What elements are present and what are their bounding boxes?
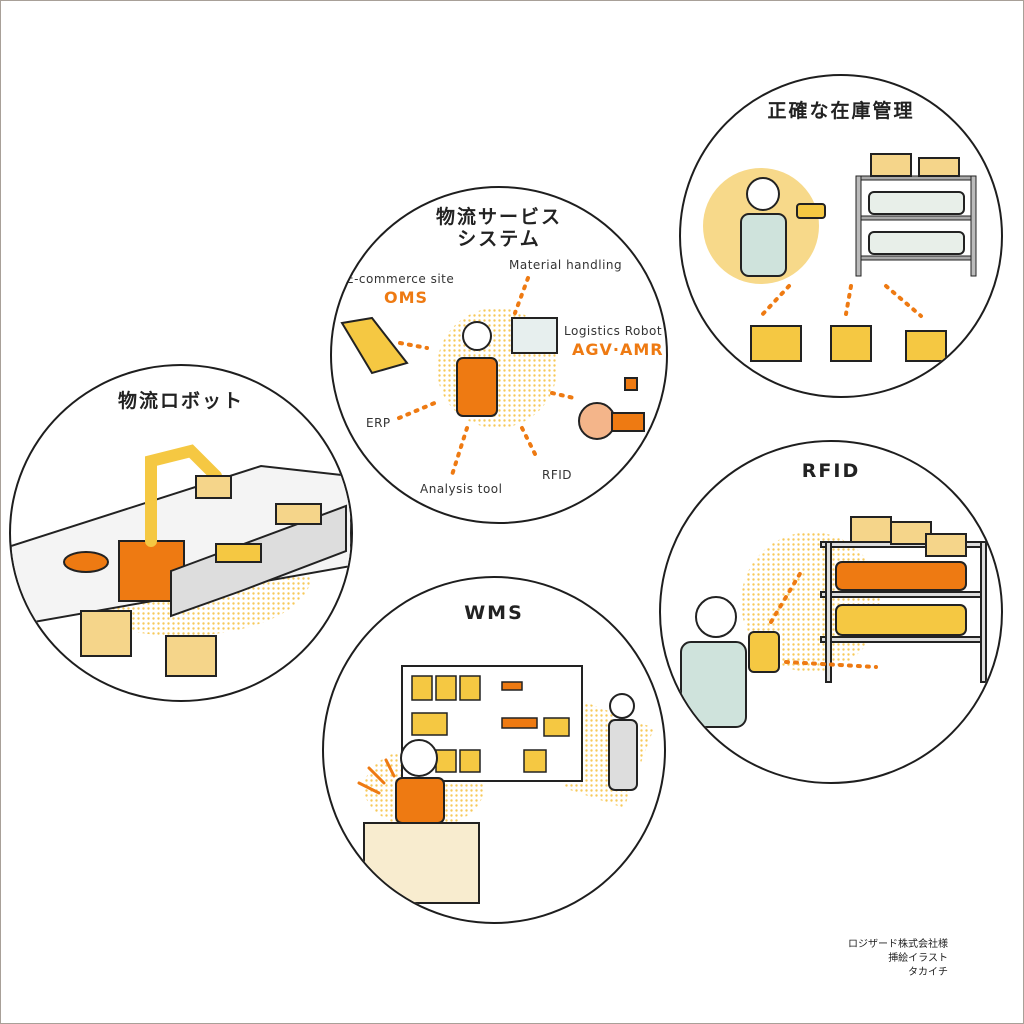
credit-type: 挿絵イラスト — [888, 953, 948, 964]
credit-client: ロジザード株式会社様 — [848, 939, 948, 950]
rfid-circle: RFID — [659, 440, 1003, 784]
wms-title: WMS — [464, 602, 524, 624]
wms-illustration — [357, 665, 654, 904]
rfid-illustration — [680, 516, 987, 728]
inventory-management-circle: 正確な在庫管理 — [679, 74, 1003, 398]
credit-artist: タカイチ — [908, 967, 948, 978]
label-ecommerce: E-commerce site — [346, 272, 455, 286]
label-material-handling: Material handling — [509, 258, 623, 272]
logistics-service-title-1: 物流サービス — [435, 206, 562, 228]
label-erp: ERP — [366, 416, 391, 430]
inventory-title: 正確な在庫管理 — [767, 100, 915, 122]
inventory-illustration — [703, 153, 977, 362]
logistics-robot-title: 物流ロボット — [117, 390, 244, 412]
logistics-robot-circle: 物流ロボット — [9, 364, 353, 702]
wms-circle: WMS — [322, 576, 666, 924]
logistics-service-illustration — [340, 276, 645, 477]
label-oms: OMS — [384, 288, 429, 307]
label-rfid: RFID — [542, 468, 573, 482]
label-agv-amr: AGV·AMR — [572, 340, 664, 359]
label-logistics-robot: Logistics Robot — [564, 324, 663, 338]
rfid-title: RFID — [801, 460, 861, 482]
logistics-service-circle: 物流サービス システム E-commerce site OMS Material… — [330, 186, 668, 524]
logistics-service-title-2: システム — [457, 228, 541, 250]
logistics-robot-illustration — [11, 444, 351, 677]
label-analysis-tool: Analysis tool — [420, 482, 503, 496]
illustration-credit: ロジザード株式会社様 挿絵イラスト タカイチ — [848, 938, 948, 980]
